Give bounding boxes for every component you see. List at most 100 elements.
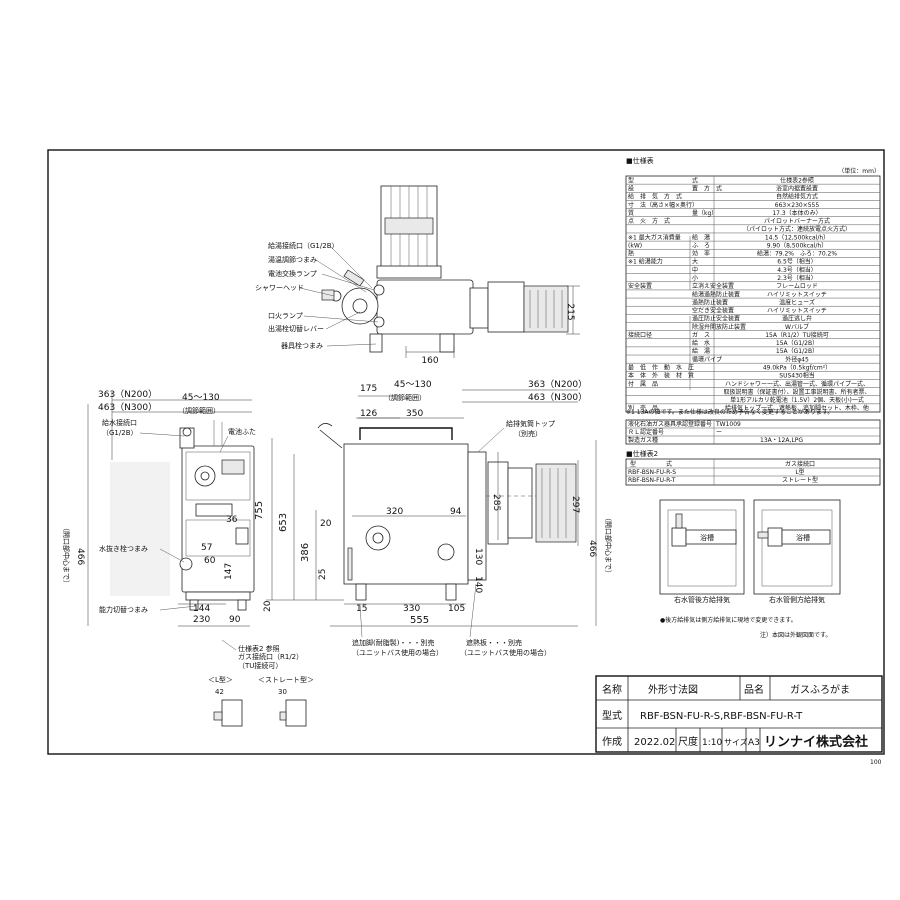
title-product-label: 品名	[744, 683, 764, 696]
spec-cell: 最 低 作 動 水 圧	[628, 364, 694, 372]
label-flue-top: 給排気筒トップ	[506, 419, 555, 428]
spec-cell: 熱	[628, 250, 634, 258]
label-hot-water-outlet: 給湯接続口（G1/2B）	[268, 241, 339, 250]
spec-cell: (kW)	[628, 242, 642, 249]
front-dim-n300: 463（N300）	[528, 392, 587, 403]
title-company: リンナイ株式会社	[764, 734, 868, 750]
spec-cell: 17.3（本体のみ）	[772, 209, 821, 217]
note-leg: 追加脚(耐脂製)・・・別売	[352, 638, 434, 647]
note-gas-outlet: ガス接続口（R1/2）	[238, 652, 303, 661]
spec-footnote: ※1 13Aの値です。また仕様は改良のため予告なく変更することがあります。	[626, 408, 833, 416]
spec-cell: 小	[692, 274, 698, 282]
side-dim-n300: 463（N300）	[98, 402, 157, 413]
outlet-notes: 仕様表2 参照 ガス接続口（R1/2） （TU接続可） ＜L型＞ ＜ストレート型…	[208, 583, 551, 727]
front-dim-285: 285	[491, 494, 501, 511]
label-valve-knob: 器具栓つまみ	[281, 341, 323, 350]
spec-cell: 寸 法（高さ×幅×奥行）	[628, 201, 698, 209]
label-temp-knob: 湯温調節つまみ	[268, 255, 317, 264]
front-dim-297: 297	[570, 496, 580, 513]
spec-cell: 点 火 方 式	[628, 217, 670, 225]
spec-cell: 単1形アルカリ乾電池（1.5V）2個、天板(小)一式	[730, 396, 864, 404]
title-model-value: RBF-BSN-FU-R-S,RBF-BSN-FU-R-T	[640, 711, 803, 722]
side-dim-147: 147	[224, 563, 234, 580]
side-range: 45～130	[182, 393, 220, 403]
spec-cell: 量（kg）	[692, 210, 717, 217]
label-battery-cover: 電池ふた	[228, 427, 256, 436]
spec-cell: 循環パイプ	[692, 355, 722, 363]
install-diagram-rear: 浴槽 右水管後方給排気	[659, 499, 745, 604]
note-spec-ref: 仕様表2 参照	[238, 644, 280, 653]
spec-cell: 給 排 気 方 式	[628, 193, 682, 201]
spec-table: ■仕様表 （単位：mm） 型式仕様表2参照設置 方 式浴室内据置設置給 排 気 …	[625, 156, 881, 413]
drawing-note: 注）本図は外観図面です。	[760, 631, 831, 639]
install-note: ●後方給排気は側方給排気に現地で変更できます。	[660, 616, 797, 624]
front-dim-140: 140	[473, 576, 483, 593]
reg-value-1: TW1009	[715, 421, 741, 428]
label-pilot-lamp: 口火ランプ	[268, 312, 303, 320]
spec-cell: 外径φ45	[785, 355, 809, 363]
spec-cell: 本 体 外 装 材 質	[628, 372, 694, 380]
front-dim-466: 466	[587, 540, 597, 557]
side-dim-466-sub: （開口部中心まで）	[62, 524, 71, 587]
spec-cell: 除湿弁開放防止装置	[692, 323, 746, 331]
front-dim-330: 330	[403, 604, 420, 614]
front-dim-130: 130	[473, 548, 483, 565]
spec-cell: ※1 最大ガス消費量	[628, 233, 681, 241]
side-dim-36: 36	[226, 515, 238, 525]
type-straight-fitting	[285, 699, 307, 727]
reg-value-3: 13A・12A,LPG	[760, 437, 803, 444]
front-dim-320: 320	[386, 507, 403, 517]
spec-cell: 過圧防止安全装置	[692, 315, 740, 323]
spec-cell: 浴室内据置設置	[776, 184, 818, 192]
title-made-label: 作成	[602, 736, 622, 748]
spec-cell: 接続口径	[628, 331, 652, 339]
spec-cell: 4.3号（相当）	[777, 266, 817, 274]
spec2-outlet-2: ストレート型	[782, 476, 818, 484]
spec-cell: ※1 給湯能力	[628, 258, 663, 266]
spec-cell: 49.0kPa（0.5kgf/cm²）	[763, 365, 831, 372]
spec-cell: 過熱防止装置	[692, 298, 728, 306]
spec-cell: 型	[628, 176, 634, 184]
drawing-code: 100	[870, 759, 882, 766]
front-dim-20: 20	[263, 600, 273, 612]
spec-cell: 式	[692, 176, 698, 184]
spec-cell: 15A（G1/2B）	[776, 348, 818, 355]
spec-cell: 663×230×555	[775, 202, 820, 209]
front-dim-105: 105	[448, 604, 465, 614]
type-l-fitting	[221, 699, 243, 727]
front-dim-n200: 363（N200）	[528, 379, 587, 390]
spec-cell: 立消え安全装置	[692, 282, 734, 290]
spec-cell: ハイリミットスイッチ	[767, 308, 827, 315]
spec-cell: 6.5号（相当）	[777, 258, 817, 266]
spec-cell: ハンドシャワー一式、出湯管一式、循環パイプ一式、	[725, 380, 869, 388]
front-range: 45～130	[394, 380, 432, 390]
side-dim-90: 90	[229, 615, 241, 625]
title-block: 名称 外形寸法図 品名 ガスふろがま 型式 RBF-BSN-FU-R-S,RBF…	[595, 675, 883, 753]
label-shower-head: シャワーヘッド	[255, 284, 304, 292]
install-caption-right: 右水管側方給排気	[769, 595, 825, 604]
spec-cell: 中	[692, 266, 698, 274]
reg-value-2: ー	[716, 429, 722, 436]
front-dim-25: 25	[318, 569, 328, 580]
spec-cell: ガ ス	[692, 331, 710, 339]
front-dim-653: 653	[278, 513, 289, 532]
side-dim-57: 57	[201, 543, 212, 553]
note-shield: 遮熱板・・・別売	[466, 638, 522, 647]
spec-unit: （単位：mm）	[838, 167, 880, 175]
spec-cell: 付 属 品	[628, 380, 658, 388]
front-dim-126: 126	[360, 409, 377, 419]
spec2-model-1: RBF-BSN-FU-R-S	[628, 469, 676, 476]
spec-cell: 温度ヒューズ	[779, 298, 815, 306]
spec-cell: 2.3号（相当）	[777, 274, 817, 282]
spec-cell: 仕様表2参照	[780, 176, 814, 184]
side-dim-60: 60	[204, 556, 216, 566]
title-size-label: サイズ	[724, 737, 748, 747]
spec2-col-outlet: ガス接続口	[785, 460, 815, 468]
registration-table: 液化石油ガス器具承認登録番号 TW1009 ＲＬ認定番号 ー 製造ガス種 13A…	[625, 419, 881, 445]
reg-label-2: ＲＬ認定番号	[628, 428, 664, 436]
note-shield-sub: （ユニットバス使用の場合）	[460, 648, 551, 657]
side-dim-230: 230	[193, 615, 210, 625]
spec2-table: ■仕様表2 型 式 ガス接続口 RBF-BSN-FU-R-S L型 RBF-BS…	[625, 449, 881, 486]
front-dim-466-sub: （開口部中心まで）	[604, 514, 613, 577]
